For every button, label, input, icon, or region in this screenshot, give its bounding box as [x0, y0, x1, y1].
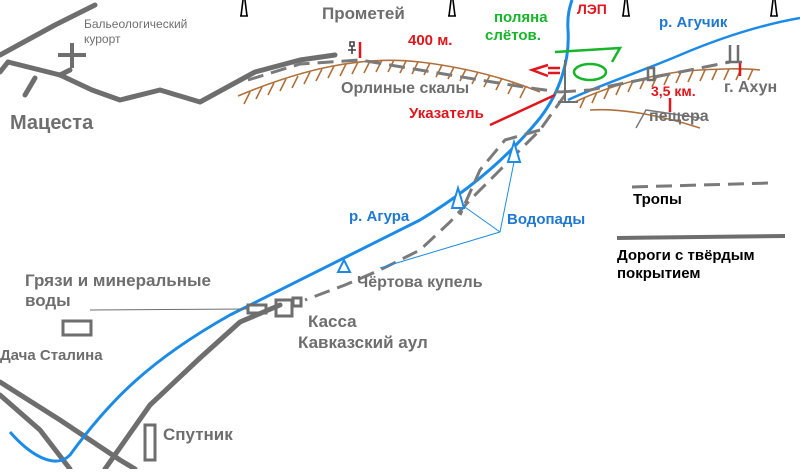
label-agychik: р. Агучик	[659, 14, 728, 31]
label-matsesta: Мацеста	[10, 112, 94, 134]
arrow-sign-icon	[528, 63, 560, 78]
legend-label-tropy: Тропы	[633, 191, 682, 208]
waterfalls	[336, 138, 522, 273]
label-orlinye: Орлиные скалы	[341, 80, 470, 97]
power-tower-icon	[448, 0, 456, 17]
waterfall-triangle-icon	[336, 257, 352, 273]
label-distance-3-5: 3,5 км.	[651, 83, 696, 99]
label-sputnik: Спутник	[163, 425, 233, 444]
aul-building	[291, 296, 303, 308]
label-gryazi-2: воды	[25, 291, 71, 310]
meadow	[554, 46, 623, 82]
gryazi-pointer	[89, 308, 249, 311]
trails	[247, 58, 731, 302]
agura-river	[8, 0, 574, 463]
prometheus-statue-icon	[348, 41, 356, 54]
red-markers	[358, 42, 742, 127]
legend-label-roads-2: покрытием	[617, 265, 701, 282]
agychik-river	[567, 16, 800, 102]
legend-label-roads-1: Дороги с твёрдым	[617, 247, 755, 264]
label-akhun: г. Ахун	[724, 79, 778, 96]
label-ukazatel: Указатель	[409, 105, 484, 122]
mud-baths-building	[246, 303, 268, 315]
lep-signpost	[558, 60, 578, 103]
sputnik-building	[143, 423, 157, 462]
legend-road-sample	[616, 234, 786, 240]
paved-roads	[0, 2, 338, 472]
label-polyana-2: слётов.	[485, 27, 541, 44]
meadow-ellipse	[572, 62, 608, 82]
waterfall-triangle-icon	[450, 184, 466, 209]
label-gryazi-1: Грязи и минеральные	[25, 271, 211, 290]
buildings	[61, 296, 303, 462]
kassa-building	[274, 298, 294, 318]
label-kassa: Касса	[308, 312, 357, 331]
label-polyana-1: поляна	[494, 9, 548, 26]
power-tower-icon	[622, 0, 630, 17]
power-tower-icon	[770, 0, 778, 17]
label-balneo: Бальеологический	[84, 17, 188, 31]
meadow-pointer	[554, 46, 623, 63]
label-aul: Кавказский аул	[298, 333, 428, 352]
power-tower-icon	[240, 0, 248, 17]
waterfall-pointers	[379, 161, 515, 269]
label-vodopady: Водопады	[507, 211, 586, 228]
signpost-pointer-line	[489, 93, 556, 127]
legend	[616, 181, 786, 240]
stalin-dacha-building	[61, 319, 93, 337]
label-resort: курорт	[84, 32, 121, 46]
power-line-towers	[240, 0, 778, 17]
label-dacha: Дача Сталина	[0, 347, 103, 364]
label-chertova: Чёртова купель	[357, 274, 483, 291]
label-altitude-400: 400 м.	[408, 32, 453, 49]
label-lep: ЛЭП	[577, 1, 607, 17]
akhun-tower	[646, 45, 742, 82]
label-peshchera: пещера	[649, 108, 709, 125]
legend-trail-sample	[631, 181, 771, 189]
label-agura: р. Агура	[349, 208, 410, 225]
cave-pointer	[635, 109, 701, 129]
label-prometey: Прометей	[322, 4, 405, 23]
cross-icon	[58, 43, 86, 68]
